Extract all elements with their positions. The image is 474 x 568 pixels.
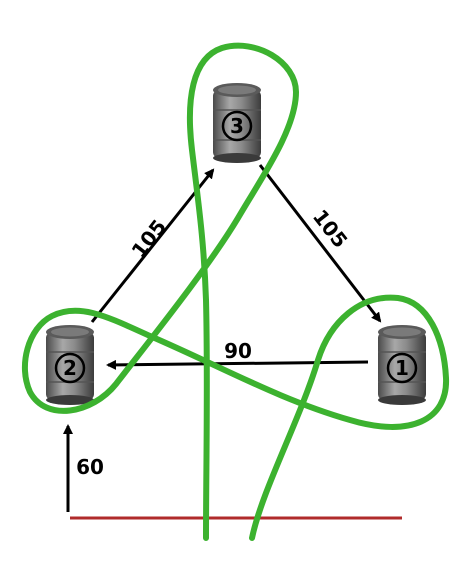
barrel-2: 2 (46, 325, 94, 405)
edge-3-1-label: 105 (308, 205, 353, 253)
arrow-3-to-1 (258, 164, 382, 323)
barrel-1-label: 1 (395, 356, 409, 380)
edge-in-2-label: 60 (76, 455, 104, 479)
barrel-2-label: 2 (63, 356, 77, 380)
edge-2-3-label: 105 (126, 215, 171, 263)
arrow-1-to-2 (106, 359, 369, 370)
arrow-2-to-3 (90, 168, 215, 323)
barrel-3-label: 3 (230, 114, 244, 138)
edge-1-2-label: 90 (224, 339, 252, 363)
barrel-1: 1 (378, 325, 426, 405)
green-loop-curve (21, 42, 450, 541)
barrel-3: 3 (213, 83, 261, 163)
